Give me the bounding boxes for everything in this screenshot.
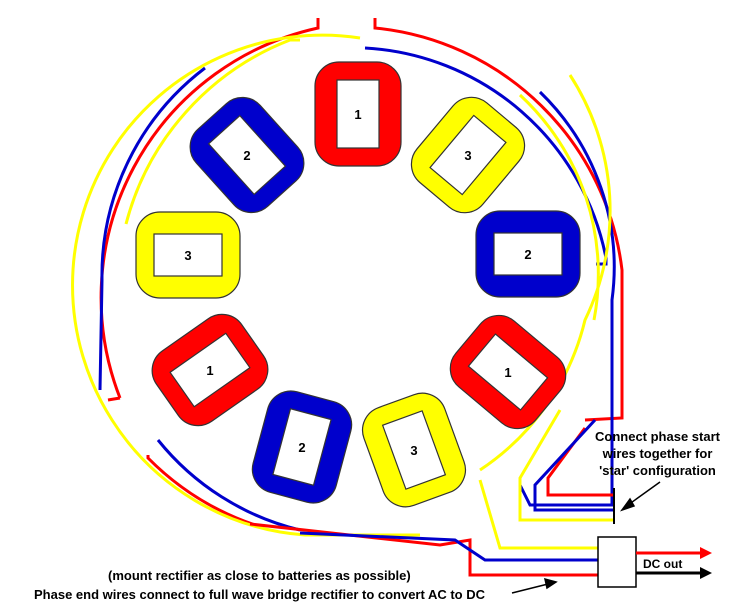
bridge-rectifier-box: [597, 536, 637, 588]
phase2-start-lead: [533, 418, 614, 512]
coil-phase-number: 1: [354, 107, 361, 122]
star-note-line-3: 'star' configuration: [599, 463, 716, 478]
coil-4: [449, 314, 567, 430]
coil-core-window: [169, 332, 251, 408]
phase1-end-lead: [249, 522, 598, 577]
coil-2: [410, 96, 526, 214]
star-note-line-1: Connect phase start: [595, 429, 720, 444]
phase-note-arrow-line: [511, 583, 549, 594]
star-note-line-2: wires together for: [602, 446, 713, 461]
coil-phase-number: 2: [524, 247, 531, 262]
coil-core-window: [336, 79, 380, 149]
star-configuration-note: Connect phase start wires together for '…: [585, 428, 730, 479]
star-note-arrowhead: [620, 497, 636, 512]
stator-coils: 1 3 2 1 3 2 1 3 2: [135, 61, 581, 508]
dc-out-label: DC out: [643, 557, 683, 571]
lead-wires: [249, 409, 615, 577]
coil-core-window: [381, 410, 447, 490]
coil-core-window: [207, 114, 287, 196]
coil-core-window: [272, 407, 332, 487]
phase1-ring-wire: [99, 18, 624, 527]
annotation-arrows: [511, 481, 661, 594]
coil-6: [251, 390, 353, 504]
rectifier: [597, 536, 712, 588]
dc-negative-arrowhead: [700, 567, 712, 579]
phase3-inner-wire: [124, 38, 300, 225]
coil-1: [314, 61, 402, 167]
phase-note-arrowhead: [543, 577, 558, 590]
ring-wires: [71, 18, 624, 537]
coil-phase-number: 3: [410, 443, 417, 458]
coil-phase-number: 2: [298, 440, 305, 455]
mount-rectifier-note: (mount rectifier as close to batteries a…: [108, 568, 411, 583]
coil-phase-number: 3: [184, 248, 191, 263]
coil-core-window: [467, 333, 549, 411]
coil-3: [475, 210, 581, 298]
coil-8: [135, 211, 241, 299]
coil-phase-number: 3: [464, 148, 471, 163]
coil-phase-number: 2: [243, 148, 250, 163]
coil-core-window: [493, 232, 563, 276]
coil-core-window: [429, 114, 507, 196]
coil-5: [361, 392, 467, 508]
phase3-start-lead: [518, 409, 614, 522]
phase-end-note: Phase end wires connect to full wave bri…: [34, 587, 486, 602]
dc-positive-arrowhead: [700, 547, 712, 559]
coil-7: [151, 313, 269, 427]
coil-phase-number: 1: [504, 365, 511, 380]
coil-core-window: [153, 233, 223, 277]
phase3-ring-wire: [71, 33, 612, 537]
phase2-end-lead: [299, 531, 598, 562]
phase3-end-lead: [478, 479, 598, 550]
coil-9: [189, 96, 305, 214]
star-note-arrow-line: [627, 481, 661, 506]
phase2-ring-wire: [98, 46, 616, 532]
coil-phase-number: 1: [206, 363, 213, 378]
